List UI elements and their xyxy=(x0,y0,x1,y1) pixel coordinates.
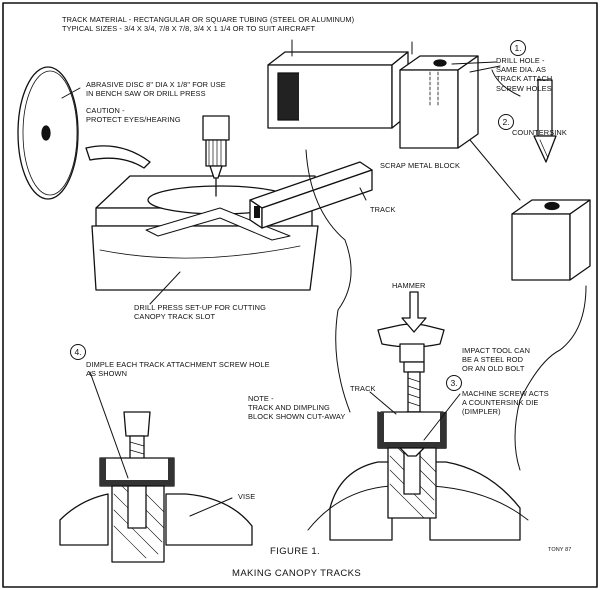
step-1-marker: 1. xyxy=(510,40,526,56)
drill-hole-label: DRILL HOLE - SAME DIA. AS TRACK ATTACH S… xyxy=(496,56,553,93)
figure-caption: MAKING CANOPY TRACKS xyxy=(232,568,362,579)
abrasive-disc-label: ABRASIVE DISC 8" DIA x 1/8" FOR USE IN B… xyxy=(86,80,226,99)
impact-tool xyxy=(403,361,425,421)
dimpling-block-right xyxy=(387,447,437,519)
drill-chuck xyxy=(202,115,230,197)
note-label: NOTE - TRACK AND DIMPLING BLOCK SHOWN CU… xyxy=(248,394,346,422)
abrasive-disc xyxy=(17,66,79,200)
caution-label: CAUTION - PROTECT EYES/HEARING xyxy=(86,106,181,125)
track-top-label: TRACK xyxy=(370,205,396,214)
track-on-table xyxy=(249,161,373,229)
leader-lines xyxy=(61,39,587,517)
step-3-marker: 3. xyxy=(446,375,462,391)
scrap-block-label: SCRAP METAL BLOCK xyxy=(380,161,461,170)
hammer-label: HAMMER xyxy=(392,281,426,290)
countersink-tool xyxy=(533,79,557,163)
hammer-arrow xyxy=(401,291,427,333)
track-material-label: TRACK MATERIAL - RECTANGULAR OR SQUARE T… xyxy=(62,15,355,34)
countersink-label: COUNTERSINK xyxy=(512,128,567,137)
dimpling-block-left xyxy=(111,485,165,563)
track-cut-away-right xyxy=(377,411,447,449)
drill-press-label: DRILL PRESS SET-UP FOR CUTTING CANOPY TR… xyxy=(134,303,266,322)
machine-screw-label: MACHINE SCREW ACTS A COUNTERSINK DIE (DI… xyxy=(462,389,549,417)
square-tubing xyxy=(267,51,409,129)
vise-label: VISE xyxy=(238,492,256,501)
figure-title: FIGURE 1. xyxy=(270,546,321,557)
vise-left xyxy=(59,493,253,546)
dimple-label: DIMPLE EACH TRACK ATTACHMENT SCREW HOLE … xyxy=(86,360,270,379)
impact-tool-label: IMPACT TOOL CAN BE A STEEL ROD OR AN OLD… xyxy=(462,346,531,374)
scrap-block-2 xyxy=(511,199,591,281)
vise-right xyxy=(307,461,529,541)
scrap-block-1 xyxy=(399,55,479,149)
caution-arrow xyxy=(85,145,151,169)
track-cut-away-left xyxy=(99,457,175,487)
track-lower-label: TRACK xyxy=(350,384,376,393)
step-2-marker: 2. xyxy=(498,114,514,130)
hammer-head xyxy=(377,323,445,363)
artist-signature: TONY 87 xyxy=(548,547,572,553)
step-4-marker: 4. xyxy=(70,344,86,360)
